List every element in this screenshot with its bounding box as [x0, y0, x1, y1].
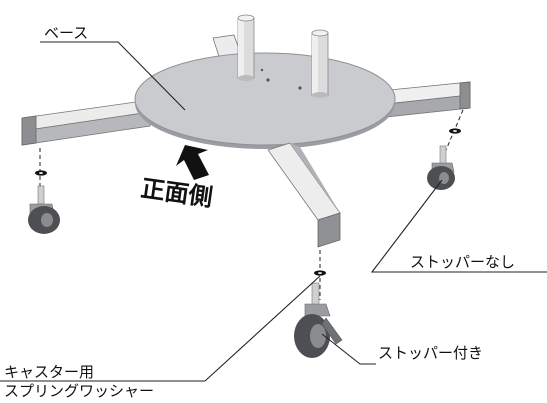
leader-with-stopper: [321, 333, 376, 365]
label-front-side: 正面側: [139, 174, 214, 212]
label-washer-line2: スプリングワッシャー: [4, 382, 154, 400]
caster-with-stopper: [294, 282, 343, 358]
arm-front: [267, 142, 341, 248]
spring-washer-left: [35, 170, 47, 176]
spring-washer-right: [449, 128, 461, 134]
front-arrow-icon: [176, 145, 209, 180]
base-plate: [134, 52, 396, 149]
caster-no-stopper: [427, 145, 455, 190]
leader-base: [40, 41, 186, 111]
arm-left: [21, 99, 151, 146]
leader-washer: [0, 275, 321, 382]
label-no-stopper: ストッパーなし: [410, 253, 515, 271]
label-base: ベース: [44, 24, 88, 42]
spring-washer-front: [314, 270, 326, 276]
caster-left: [28, 185, 60, 234]
label-with-stopper: ストッパー付き: [378, 344, 483, 362]
post-right: [311, 29, 329, 98]
post-left: [237, 14, 255, 81]
leader-no-stopper: [370, 179, 547, 273]
label-washer-line1: キャスター用: [4, 363, 94, 381]
